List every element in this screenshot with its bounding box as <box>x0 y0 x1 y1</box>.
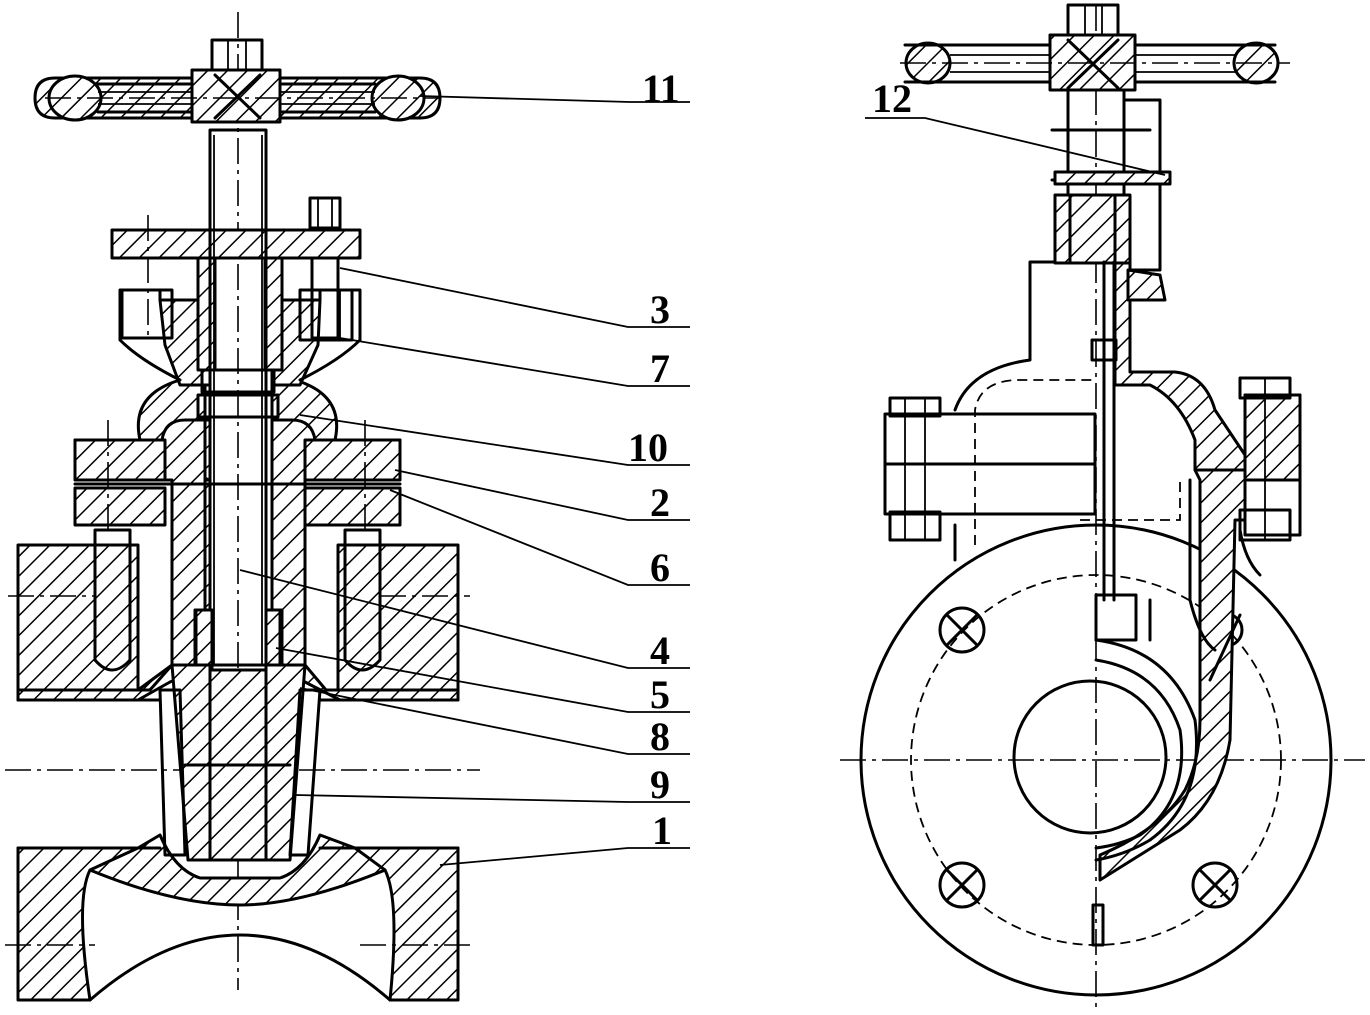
gate-wedge-outline <box>1094 638 1199 862</box>
callout-12: 12 <box>872 76 912 121</box>
packing-right <box>263 256 284 372</box>
callout-labels: 11 3 7 10 2 6 4 5 8 9 1 <box>628 66 680 853</box>
seat-ring-left <box>158 688 187 857</box>
stem-collar <box>200 368 276 394</box>
body-lower-arc <box>88 933 392 1002</box>
side-stuffing-box <box>1053 193 1132 265</box>
hidden-bonnet-outline <box>974 379 1096 545</box>
bonnet-flange-left <box>73 438 167 482</box>
callout-10: 10 <box>628 425 668 470</box>
side-bonnet-left <box>953 260 1098 412</box>
section-view <box>5 12 480 1002</box>
side-bonnet-flange <box>883 412 1097 466</box>
gate-left <box>170 663 212 862</box>
side-handwheel-nut <box>1066 3 1120 37</box>
callout-4: 4 <box>650 628 670 673</box>
bonnet-flange-right <box>303 438 402 482</box>
callout-3: 3 <box>650 287 670 332</box>
callout-6: 6 <box>650 545 670 590</box>
callout-9: 9 <box>650 762 670 807</box>
gland-nut <box>298 288 354 342</box>
callout-7: 7 <box>650 346 670 391</box>
callout-11: 11 <box>642 66 680 111</box>
side-view <box>840 3 1365 1010</box>
callout-2: 2 <box>650 480 670 525</box>
backseat <box>196 393 280 419</box>
pipe-bore <box>1012 679 1168 835</box>
side-flange-section <box>1243 393 1302 482</box>
packing-left <box>196 256 217 372</box>
callout-leaders <box>239 95 690 866</box>
side-stem-nut <box>1094 593 1138 642</box>
flange-bolt-holes <box>938 606 1244 909</box>
stem-nut-right <box>264 608 282 667</box>
gate-bore <box>208 663 268 862</box>
callout-1: 1 <box>652 808 672 853</box>
callout-12-leader <box>865 117 1166 176</box>
pipe-flange-outline <box>859 523 1333 997</box>
handwheel-nut <box>210 38 264 72</box>
body-flange-right <box>303 486 402 527</box>
callout-5: 5 <box>650 672 670 717</box>
gland-flange <box>110 228 362 260</box>
gland-nut-left <box>120 288 174 340</box>
stem-nut-left <box>194 608 214 667</box>
body-flange-left <box>73 486 167 527</box>
callout-8: 8 <box>650 714 670 759</box>
side-body-flange <box>883 462 1097 516</box>
left-cavity <box>93 528 132 672</box>
gland-bolt-head <box>308 196 342 230</box>
